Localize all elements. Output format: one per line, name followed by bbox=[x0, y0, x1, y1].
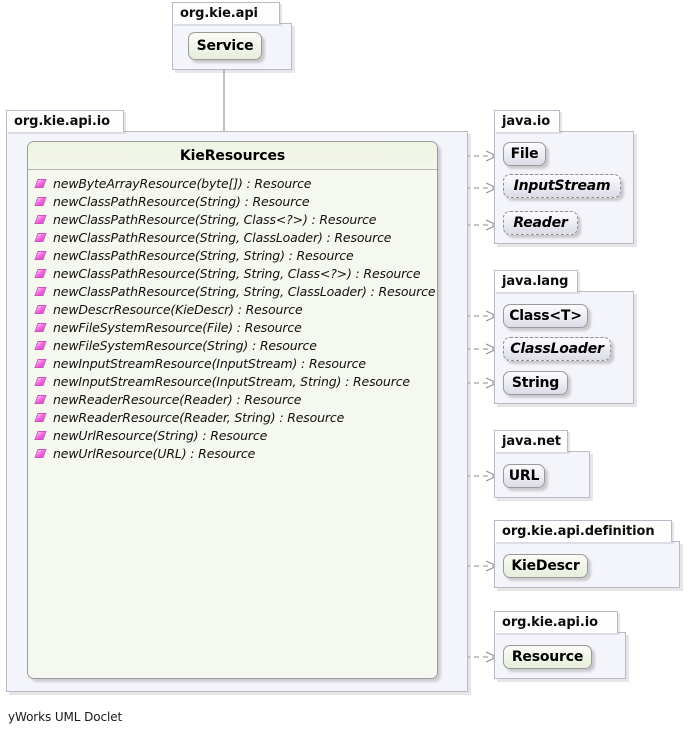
package-label-java-lang: java.lang bbox=[494, 270, 578, 292]
class-reader[interactable]: Reader bbox=[503, 211, 578, 235]
package-label-org-kie-api-io-right: org.kie.api.io bbox=[494, 611, 618, 633]
class-member-signature: newReaderResource(Reader) : Resource bbox=[53, 391, 302, 407]
class-label-reader: Reader bbox=[513, 215, 568, 231]
public-method-icon bbox=[36, 430, 47, 441]
class-member: newReaderResource(Reader) : Resource bbox=[28, 390, 437, 408]
class-member-signature: newClassPathResource(String) : Resource bbox=[53, 193, 310, 209]
public-method-icon bbox=[36, 232, 47, 243]
class-member: newInputStreamResource(InputStream) : Re… bbox=[28, 354, 437, 372]
package-org-kie-api-definition: org.kie.api.definition KieDescr bbox=[494, 520, 680, 588]
class-member: newClassPathResource(String, String, Cla… bbox=[28, 282, 437, 300]
class-label-classloader: ClassLoader bbox=[510, 341, 604, 357]
class-label-url: URL bbox=[508, 468, 540, 484]
class-kiedescr[interactable]: KieDescr bbox=[503, 554, 588, 578]
class-member-signature: newClassPathResource(String, String) : R… bbox=[53, 247, 354, 263]
package-label-org-kie-api-definition: org.kie.api.definition bbox=[494, 520, 672, 542]
class-file[interactable]: File bbox=[503, 142, 546, 166]
public-method-icon bbox=[36, 304, 47, 315]
class-label-resource: Resource bbox=[511, 649, 584, 665]
public-method-icon bbox=[36, 358, 47, 369]
public-method-icon bbox=[36, 268, 47, 279]
class-member: newInputStreamResource(InputStream, Stri… bbox=[28, 372, 437, 390]
package-java-io: java.io File InputStream Reader bbox=[494, 110, 634, 244]
package-java-net: java.net URL bbox=[494, 430, 590, 498]
package-org-kie-api: org.kie.api Service bbox=[172, 2, 292, 72]
public-method-icon bbox=[36, 412, 47, 423]
class-member-signature: newFileSystemResource(File) : Resource bbox=[53, 319, 302, 335]
class-member-signature: newReaderResource(Reader, String) : Reso… bbox=[53, 409, 345, 425]
package-label-java-net: java.net bbox=[494, 430, 568, 452]
class-member: newClassPathResource(String, String) : R… bbox=[28, 246, 437, 264]
class-member-signature: newInputStreamResource(InputStream) : Re… bbox=[53, 355, 366, 371]
public-method-icon bbox=[36, 178, 47, 189]
class-member: newDescrResource(KieDescr) : Resource bbox=[28, 300, 437, 318]
class-class-t[interactable]: Class<T> bbox=[503, 304, 588, 328]
class-member-signature: newFileSystemResource(String) : Resource bbox=[53, 337, 317, 353]
package-java-lang: java.lang Class<T> ClassLoader String bbox=[494, 270, 634, 404]
class-member: newClassPathResource(String) : Resource bbox=[28, 192, 437, 210]
class-member: newUrlResource(String) : Resource bbox=[28, 426, 437, 444]
package-label-org-kie-api: org.kie.api bbox=[172, 2, 280, 24]
class-member: newReaderResource(Reader, String) : Reso… bbox=[28, 408, 437, 426]
class-member: newClassPathResource(String, ClassLoader… bbox=[28, 228, 437, 246]
public-method-icon bbox=[36, 250, 47, 261]
class-member-signature: newUrlResource(URL) : Resource bbox=[53, 445, 256, 461]
public-method-icon bbox=[36, 196, 47, 207]
class-member: newUrlResource(URL) : Resource bbox=[28, 444, 437, 462]
class-member: newClassPathResource(String, Class<?>) :… bbox=[28, 210, 437, 228]
class-service[interactable]: Service bbox=[188, 32, 262, 60]
class-member-signature: newDescrResource(KieDescr) : Resource bbox=[53, 301, 303, 317]
class-member-signature: newByteArrayResource(byte[]) : Resource bbox=[53, 175, 312, 191]
class-member: newFileSystemResource(File) : Resource bbox=[28, 318, 437, 336]
package-org-kie-api-io-main: org.kie.api.io KieResources newByteArray… bbox=[6, 110, 468, 692]
class-resource[interactable]: Resource bbox=[503, 645, 592, 669]
public-method-icon bbox=[36, 214, 47, 225]
package-label-org-kie-api-io-main: org.kie.api.io bbox=[6, 110, 124, 132]
public-method-icon bbox=[36, 286, 47, 297]
public-method-icon bbox=[36, 340, 47, 351]
class-member: newByteArrayResource(byte[]) : Resource bbox=[28, 174, 437, 192]
class-member-signature: newClassPathResource(String, ClassLoader… bbox=[53, 229, 392, 245]
public-method-icon bbox=[36, 376, 47, 387]
class-members-kieresources: newByteArrayResource(byte[]) : Resource n… bbox=[28, 170, 437, 678]
class-member-signature: newClassPathResource(String, String, Cla… bbox=[53, 265, 421, 281]
class-inputstream[interactable]: InputStream bbox=[503, 174, 621, 198]
class-member-signature: newInputStreamResource(InputStream, Stri… bbox=[53, 373, 410, 389]
class-member: newClassPathResource(String, String, Cla… bbox=[28, 264, 437, 282]
class-url[interactable]: URL bbox=[503, 464, 545, 488]
public-method-icon bbox=[36, 448, 47, 459]
public-method-icon bbox=[36, 394, 47, 405]
class-label-class-t: Class<T> bbox=[509, 308, 582, 324]
package-label-java-io: java.io bbox=[494, 110, 560, 132]
class-name-kieresources: KieResources bbox=[28, 142, 437, 170]
class-member-signature: newClassPathResource(String, String, Cla… bbox=[53, 283, 436, 299]
class-member-signature: newClassPathResource(String, Class<?>) :… bbox=[53, 211, 377, 227]
class-label-file: File bbox=[510, 146, 539, 162]
class-label-kiedescr: KieDescr bbox=[511, 558, 580, 574]
public-method-icon bbox=[36, 322, 47, 333]
class-classloader[interactable]: ClassLoader bbox=[503, 337, 611, 361]
footer-credit: yWorks UML Doclet bbox=[8, 710, 123, 724]
class-label-inputstream: InputStream bbox=[513, 178, 611, 194]
class-member-signature: newUrlResource(String) : Resource bbox=[53, 427, 268, 443]
class-label-string: String bbox=[511, 375, 560, 391]
class-string[interactable]: String bbox=[503, 371, 568, 395]
class-label-service: Service bbox=[196, 38, 254, 54]
class-kieresources[interactable]: KieResources newByteArrayResource(byte[]… bbox=[27, 141, 438, 679]
class-member: newFileSystemResource(String) : Resource bbox=[28, 336, 437, 354]
package-org-kie-api-io-right: org.kie.api.io Resource bbox=[494, 611, 626, 679]
